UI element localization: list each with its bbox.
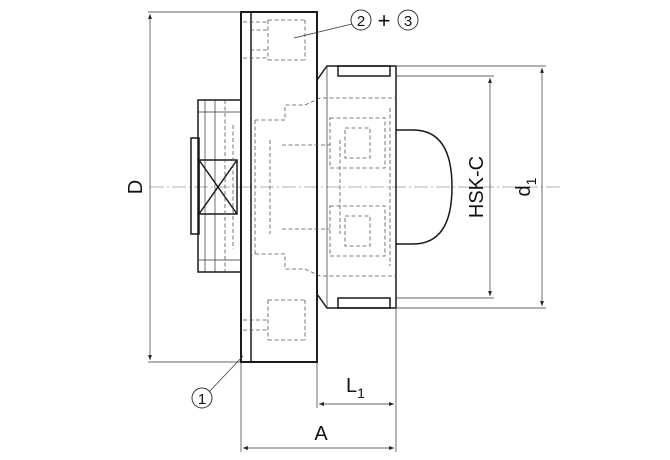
dimension-l1-main: L bbox=[346, 375, 357, 397]
dimension-d1-main: d bbox=[513, 185, 535, 196]
callout-2-3 bbox=[293, 9, 419, 39]
callout-3-label: 3 bbox=[404, 13, 412, 30]
knurled-nut bbox=[396, 129, 453, 245]
callout-plus-label: + bbox=[378, 8, 391, 33]
dimension-a-label: A bbox=[314, 423, 328, 445]
dimension-l1-sub: 1 bbox=[357, 385, 365, 401]
dimension-d1-sub: 1 bbox=[523, 177, 539, 185]
dimension-l1 bbox=[316, 294, 397, 408]
dimension-a bbox=[240, 362, 397, 452]
dimension-l1-label: L1 bbox=[346, 375, 365, 401]
top-clamp-ring bbox=[337, 65, 391, 309]
hidden-details bbox=[224, 19, 396, 341]
dimension-d-label: D bbox=[125, 180, 147, 194]
rear-hub bbox=[190, 99, 242, 273]
dimension-hsk-label: HSK-C bbox=[466, 156, 488, 218]
dimension-d1 bbox=[396, 65, 546, 309]
callout-1 bbox=[191, 355, 244, 409]
dimension-hsk bbox=[396, 75, 494, 299]
callout-2-label: 2 bbox=[357, 13, 365, 30]
dimension-d bbox=[148, 11, 241, 363]
callout-1-label: 1 bbox=[198, 391, 206, 408]
dimension-d1-label: d1 bbox=[513, 177, 539, 196]
